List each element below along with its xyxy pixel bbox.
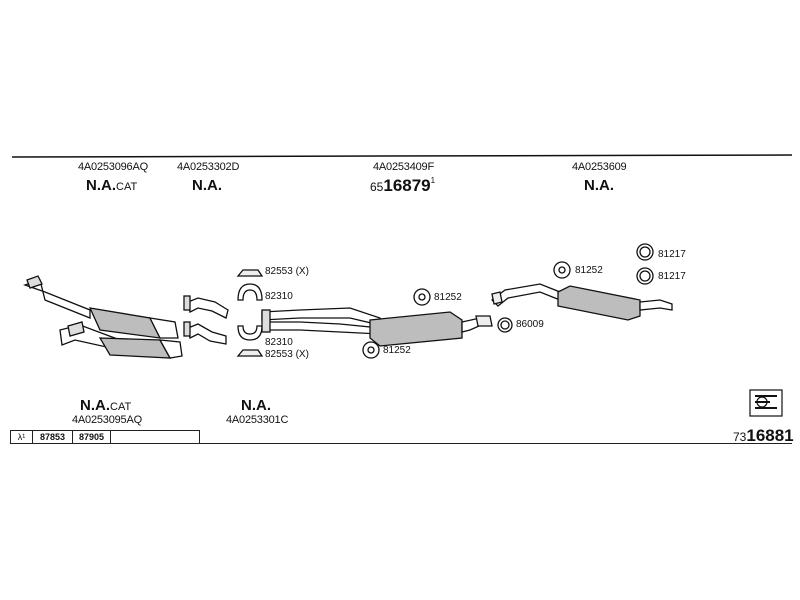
catalog-reference: 7316881: [733, 426, 794, 445]
rear-ring-1-icon[interactable]: [636, 243, 654, 261]
catalog-icon: [749, 389, 783, 417]
label-clamp-top: 82310: [265, 291, 293, 302]
top-part-2-status: N.A.: [192, 177, 222, 194]
bottom-part-2-status: N.A.: [241, 397, 271, 414]
label-mount-upper-mid: 81252: [434, 292, 462, 303]
top-part-4-number: 4A0253609: [572, 161, 627, 173]
lambda-cell-3: [111, 431, 199, 443]
label-rear-ring-2: 81217: [658, 271, 686, 282]
lambda-sensor-table: λ¹ 87853 87905: [10, 430, 200, 444]
bottom-part-2-number: 4A0253301C: [226, 414, 289, 426]
middle-silencer[interactable]: [369, 311, 493, 347]
clamp-top-icon[interactable]: [236, 269, 264, 301]
label-mount-rear: 81252: [575, 265, 603, 276]
lambda-symbol: λ¹: [11, 431, 33, 443]
label-clamp-top-seal: 82553 (X): [265, 266, 309, 277]
front-pipes[interactable]: [183, 295, 229, 345]
rear-silencer[interactable]: [491, 283, 673, 321]
label-clamp-bottom: 82310: [265, 337, 293, 348]
bottom-part-1-status: N.A.CAT: [80, 397, 132, 414]
label-mount-lower-mid: 81252: [383, 345, 411, 356]
label-gasket-ring: 86009: [516, 319, 544, 330]
top-rule: [11, 154, 793, 158]
top-part-1-number: 4A0253096AQ: [78, 161, 148, 173]
top-part-2-number: 4A0253302D: [177, 161, 240, 173]
label-rear-ring-1: 81217: [658, 249, 686, 260]
lambda-underline: [200, 443, 792, 444]
mount-rear-icon[interactable]: [553, 261, 571, 279]
rear-ring-2-icon[interactable]: [636, 267, 654, 285]
label-clamp-bottom-seal: 82553 (X): [265, 349, 309, 360]
top-part-3-number: 4A0253409F: [373, 161, 434, 173]
mount-lower-mid-icon[interactable]: [362, 341, 380, 359]
top-part-1-status: N.A.CAT: [86, 177, 138, 194]
top-part-4-status: N.A.: [584, 177, 614, 194]
clamp-bottom-icon[interactable]: [236, 325, 264, 357]
top-part-3-ref: 65168791: [370, 176, 436, 195]
bottom-part-1-number: 4A0253095AQ: [72, 414, 142, 426]
gasket-ring-icon[interactable]: [497, 317, 513, 333]
lambda-cell-1: 87853: [33, 431, 73, 443]
front-catalysts[interactable]: [22, 275, 183, 359]
middle-pipe[interactable]: [261, 307, 386, 335]
mount-upper-mid-icon[interactable]: [413, 288, 431, 306]
lambda-cell-2: 87905: [73, 431, 111, 443]
